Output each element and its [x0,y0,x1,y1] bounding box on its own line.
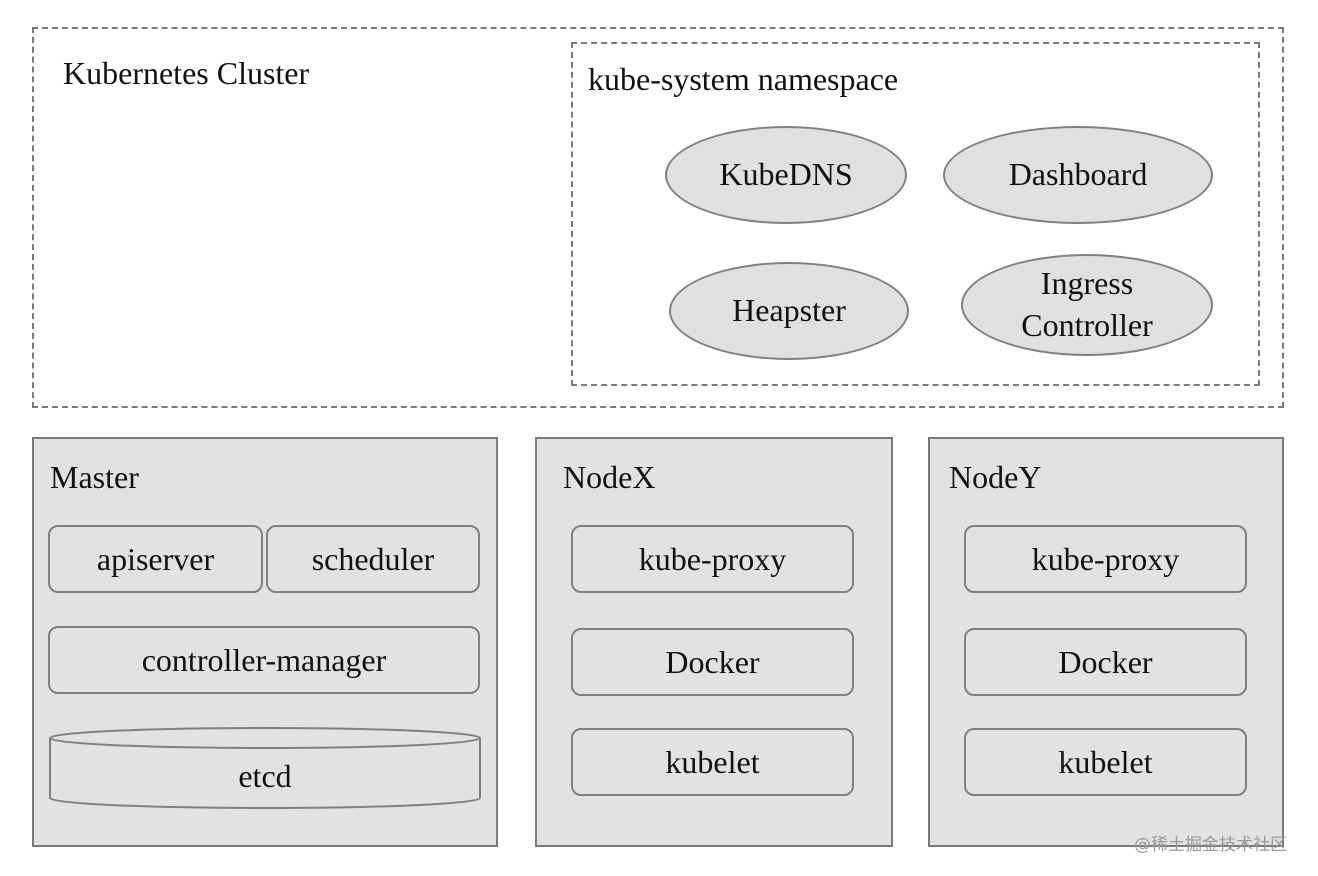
nodey-label: NodeY [949,459,1042,495]
nodex-docker-label: Docker [665,643,760,680]
nodey-kubelet-label: kubelet [1058,743,1153,780]
kube-system-namespace-label: kube-system namespace [588,61,899,97]
nodex-docker-component: Docker [571,628,854,696]
watermark-text: @稀土掘金技术社区 [1134,835,1287,855]
nodex-label: NodeX [563,459,656,495]
kubernetes-cluster-boundary [32,27,1284,408]
kubedns-addon: KubeDNS [665,126,907,224]
dashboard-label: Dashboard [1008,156,1148,193]
heapster-label: Heapster [732,292,846,329]
ingress-controller-label-line1: Ingress [1040,265,1134,302]
scheduler-label: scheduler [311,540,435,577]
etcd-label: etcd [238,758,292,794]
nodex-kubelet-label: kubelet [665,743,760,780]
nodex-kube-proxy-component: kube-proxy [571,525,854,593]
kubedns-label: KubeDNS [719,156,853,193]
etcd-cylinder-body [49,738,481,809]
nodey-kubelet-component: kubelet [964,728,1247,796]
ingress-controller-label-line2: Controller [1021,307,1153,343]
apiserver-component: apiserver [48,525,263,593]
nodex-kubelet-component: kubelet [571,728,854,796]
master-label: Master [50,459,139,495]
etcd-cylinder-top [49,727,481,749]
etcd-database-cylinder [49,727,481,809]
ingress-controller-addon: Ingress Controller [961,254,1213,356]
nodey-docker-label: Docker [1058,643,1153,680]
nodex-kube-proxy-label: kube-proxy [638,540,787,577]
scheduler-component: scheduler [266,525,480,593]
controller-manager-label: controller-manager [141,641,387,678]
apiserver-label: apiserver [96,540,215,577]
nodey-kube-proxy-component: kube-proxy [964,525,1247,593]
nodey-kube-proxy-label: kube-proxy [1031,540,1180,577]
dashboard-addon: Dashboard [943,126,1213,224]
kubernetes-cluster-label: Kubernetes Cluster [63,55,310,91]
heapster-addon: Heapster [669,262,909,360]
controller-manager-component: controller-manager [48,626,480,694]
kube-system-namespace-boundary [571,42,1260,386]
nodey-docker-component: Docker [964,628,1247,696]
